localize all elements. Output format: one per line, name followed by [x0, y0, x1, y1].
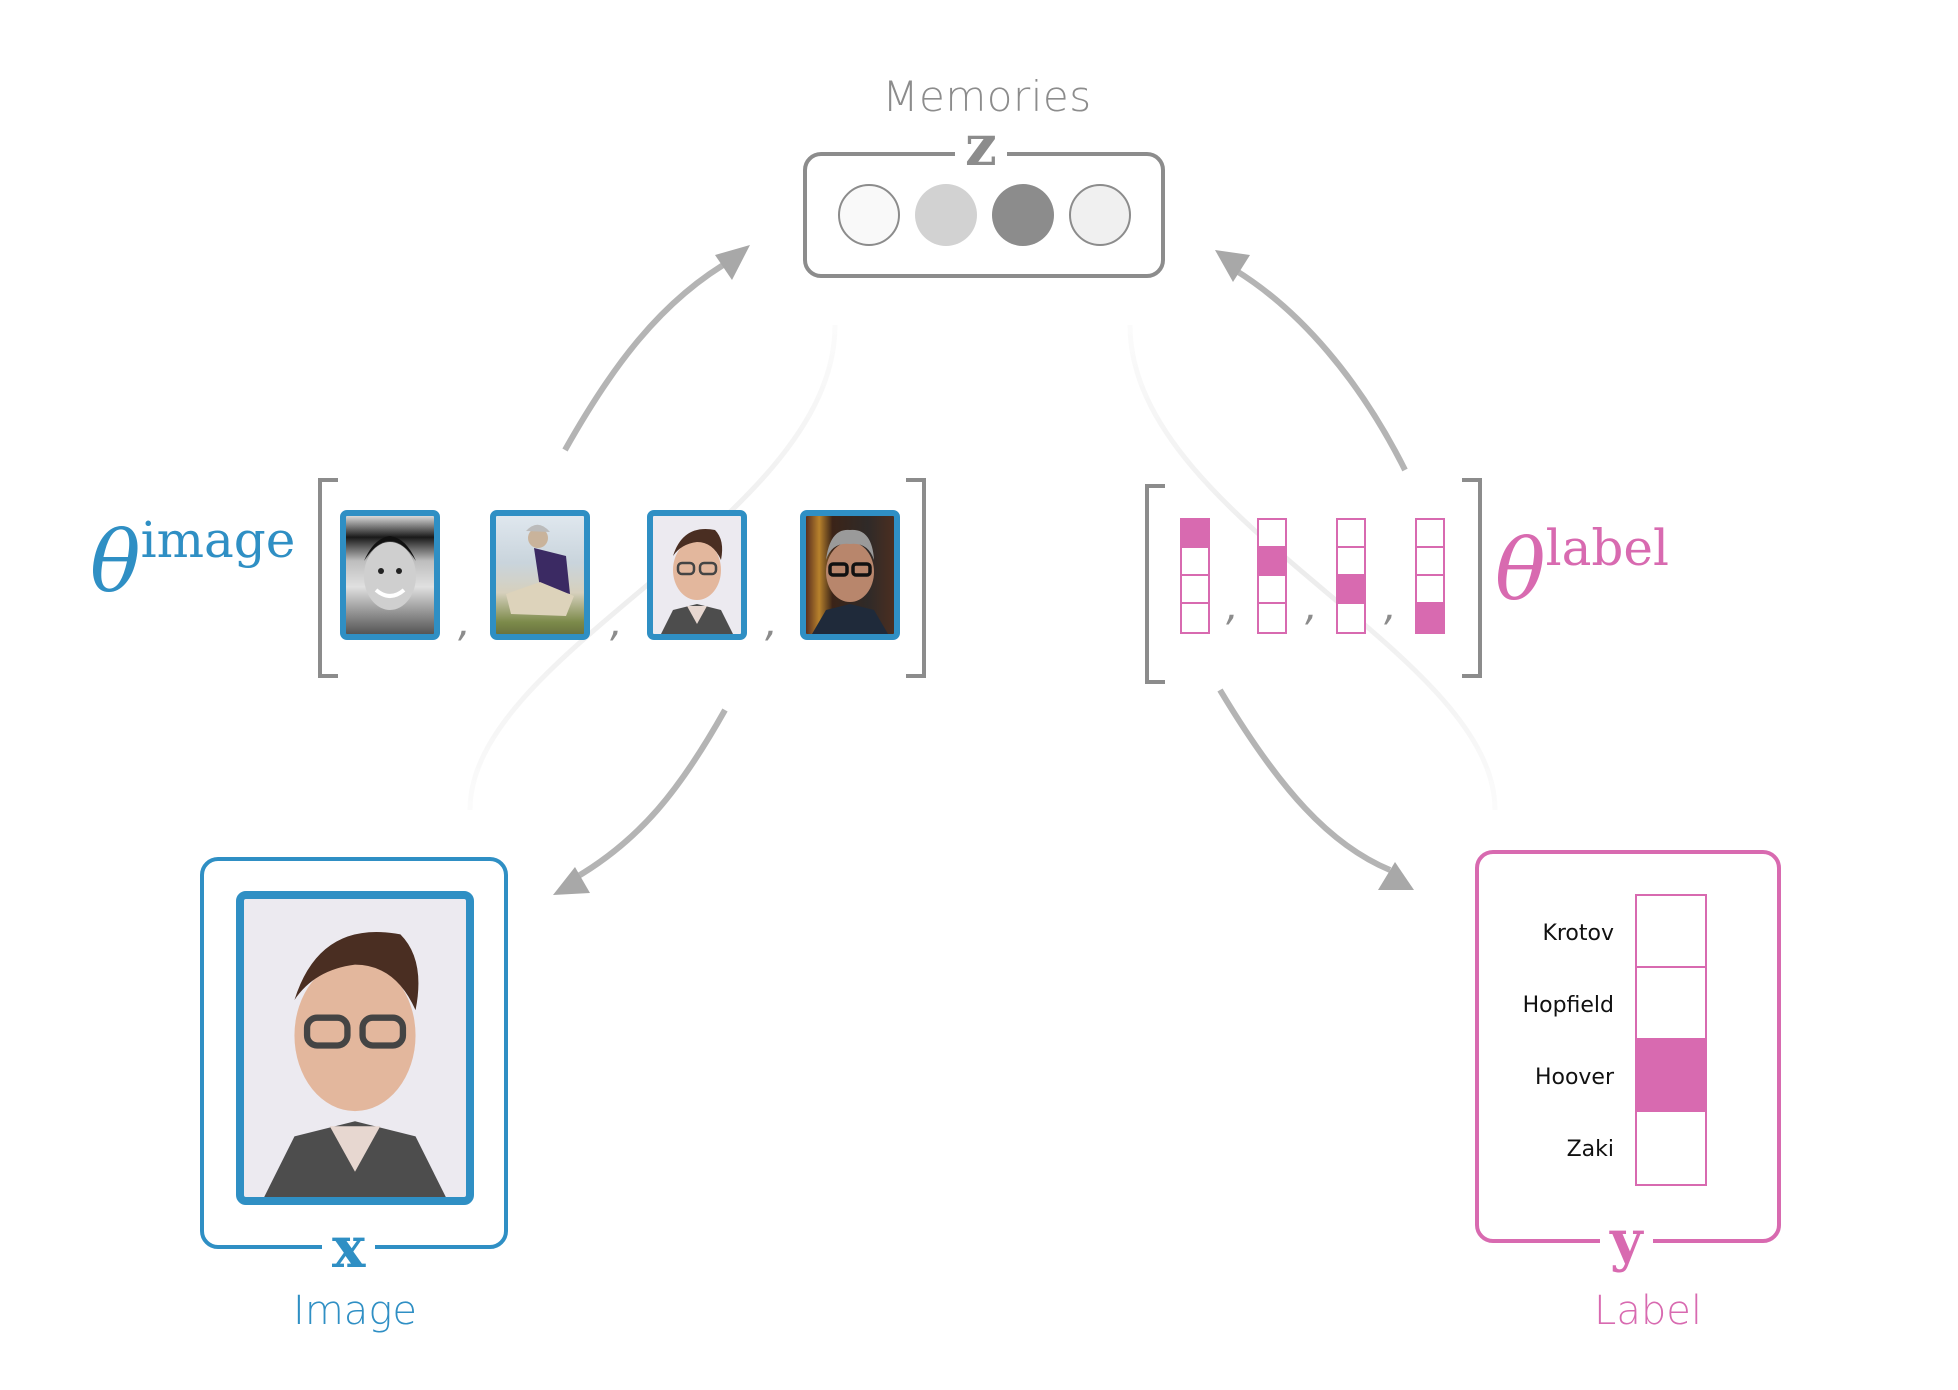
vector-cell	[1338, 520, 1364, 548]
theta-glyph: θ	[90, 513, 141, 611]
arrowhead-to-memories-left	[715, 245, 750, 280]
right-bracket-image	[906, 478, 926, 678]
prototype-photo-1	[340, 510, 440, 640]
theta-glyph: θ	[1495, 521, 1546, 619]
arrow-memories-to-image	[573, 708, 728, 881]
vector-cell	[1259, 548, 1285, 576]
portrait-icon	[264, 931, 446, 1197]
memory-unit-1	[838, 184, 900, 246]
left-bracket-image	[318, 478, 338, 678]
image-variable-x: x	[322, 1220, 376, 1276]
arrow-image-to-memories	[562, 255, 737, 452]
separator-comma: ,	[1305, 584, 1318, 630]
faint-arc-right	[1127, 324, 1498, 811]
portrait-icon	[812, 529, 888, 634]
prototype-photo-3	[647, 510, 747, 640]
label-cell-active	[1637, 1040, 1705, 1112]
prototype-label-vector-4	[1415, 518, 1445, 634]
label-cell	[1637, 968, 1705, 1040]
portrait-icon	[506, 524, 574, 616]
arrowhead-to-memories-right	[1215, 250, 1250, 282]
arrow-memories-to-label	[1217, 688, 1392, 873]
class-name-hopfield: Hopfield	[1522, 993, 1614, 1018]
separator-comma: ,	[610, 600, 623, 646]
vector-cell	[1417, 520, 1443, 548]
portrait-icon	[661, 529, 733, 634]
vector-cell	[1259, 520, 1285, 548]
memories-title: Memories	[882, 72, 1092, 121]
prototype-label-vector-1	[1180, 518, 1210, 634]
vector-cell	[1338, 604, 1364, 632]
memories-variable-z: z	[955, 118, 1007, 174]
vector-cell	[1417, 576, 1443, 604]
theta-image-superscript: image	[140, 511, 296, 569]
prototype-label-vector-3	[1336, 518, 1366, 634]
vector-cell	[1182, 548, 1208, 576]
class-name-zaki: Zaki	[1566, 1137, 1614, 1162]
image-caption: Image	[293, 1288, 417, 1334]
separator-comma: ,	[458, 600, 471, 646]
prototype-photo-4	[800, 510, 900, 640]
vector-cell	[1338, 548, 1364, 576]
memory-unit-4	[1069, 184, 1131, 246]
separator-comma: ,	[1384, 584, 1397, 630]
theta-label-superscript: label	[1545, 519, 1669, 577]
separator-comma: ,	[765, 600, 778, 646]
class-name-hoover: Hoover	[1534, 1065, 1614, 1090]
vector-cell	[1182, 604, 1208, 632]
image-node-card	[200, 857, 508, 1249]
vector-cell	[1259, 604, 1285, 632]
arrow-label-to-memories	[1233, 267, 1408, 472]
label-one-hot-vector	[1635, 894, 1707, 1186]
prototype-photo-2	[490, 510, 590, 640]
portrait-icon	[364, 536, 416, 610]
theta-label-symbol: θlabel	[1495, 523, 1669, 612]
memory-unit-3	[992, 184, 1054, 246]
arrowhead-to-label	[1378, 862, 1414, 890]
vector-cell	[1182, 520, 1208, 548]
memory-unit-2	[915, 184, 977, 246]
arrowhead-to-image	[553, 867, 590, 895]
label-variable-y: y	[1600, 1213, 1653, 1269]
theta-image-symbol: θimage	[90, 515, 295, 604]
vector-cell	[1417, 604, 1443, 632]
prototype-label-vector-2	[1257, 518, 1287, 634]
class-names: Krotov Hopfield Hoover Zaki	[1479, 897, 1614, 1185]
label-node-card: Krotov Hopfield Hoover Zaki	[1475, 850, 1781, 1243]
vector-cell	[1182, 576, 1208, 604]
label-cell	[1637, 1112, 1705, 1184]
vector-cell	[1259, 576, 1285, 604]
vector-cell	[1417, 548, 1443, 576]
input-photo	[236, 891, 474, 1205]
class-name-krotov: Krotov	[1542, 921, 1614, 946]
vector-cell	[1338, 576, 1364, 604]
separator-comma: ,	[1226, 584, 1239, 630]
label-caption: Label	[1594, 1288, 1702, 1334]
right-bracket-label	[1462, 478, 1482, 678]
label-cell	[1637, 896, 1705, 968]
left-bracket-label	[1145, 484, 1165, 684]
